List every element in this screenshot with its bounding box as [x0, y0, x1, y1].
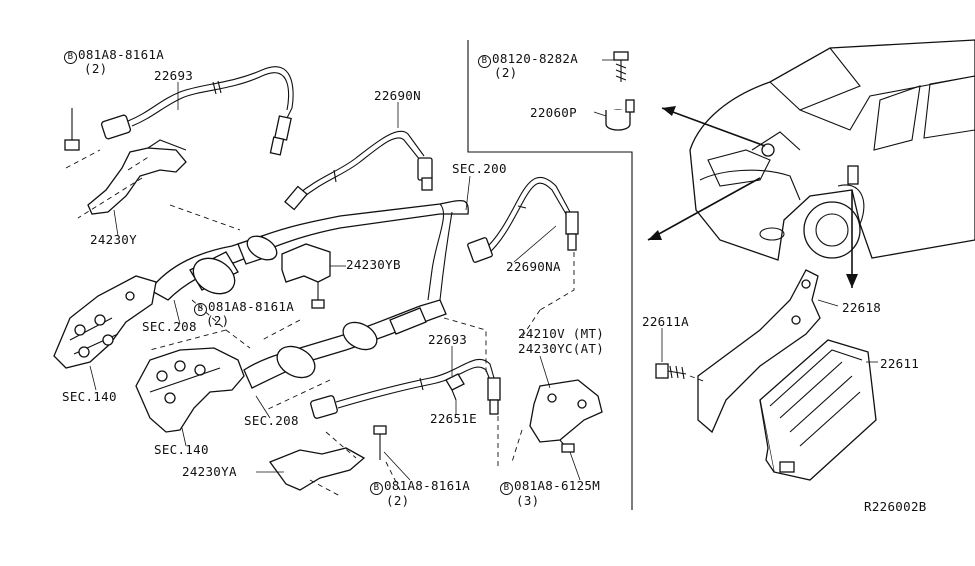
exhaust-manifold-upper-icon [53, 275, 157, 369]
heat-shield-24230yb-icon [281, 243, 331, 309]
bracket-24230yc-note: (AT) [572, 341, 605, 356]
bolt-c-part-number: 081A8-8161A [384, 478, 471, 493]
ecm-22611-icon [759, 339, 877, 481]
bracket-24230y-icon [64, 108, 187, 215]
bolt-symbol-icon: B [370, 482, 383, 495]
bolt-a-qty: (2) [84, 61, 108, 76]
bolt-d-qty: (3) [516, 493, 540, 508]
exhaust-manifold-lower-icon [135, 347, 245, 433]
bolt-symbol-icon: B [64, 51, 77, 64]
bracket-24230yb-label: 24230YB [346, 257, 401, 272]
bolt-e-part-number: 08120-8282A [492, 51, 579, 66]
bolt-symbol-icon: B [500, 482, 513, 495]
clip-22651e-label: 22651E [430, 411, 477, 426]
bolt-e-qty: (2) [494, 65, 518, 80]
bolt-c-qty: (2) [386, 493, 410, 508]
sec200-label: SEC.200 [452, 161, 507, 176]
knock-sensor-label: 22060P [530, 105, 577, 120]
clip-22651e-icon [445, 373, 465, 401]
ecm-bracket-label: 22618 [842, 300, 882, 315]
sec140-top-label: SEC.140 [62, 389, 117, 404]
o2-sensor-lower-icon [310, 358, 501, 419]
bolt-b-qty: (2) [206, 313, 230, 328]
o2-sensor-22690n-icon [284, 130, 433, 211]
bolt-b-part-number: 081A8-8161A [208, 299, 295, 314]
ecm-bolt-label: 22611A [642, 314, 689, 329]
sec208-top-label: SEC.208 [142, 319, 197, 334]
bolt-a-part-number: 081A8-8161A [78, 47, 165, 62]
sec208-bottom-label: SEC.208 [244, 413, 299, 428]
bracket-24230yc-label: 24230YC(AT) [518, 342, 604, 356]
sensor-22690na-label: 22690NA [506, 259, 561, 274]
bolt-symbol-icon: B [194, 303, 207, 316]
ecm-bracket-22618-icon [697, 269, 821, 434]
ecm-label: 22611 [880, 356, 920, 371]
bracket-24210v-label: 24210V (MT) [518, 327, 604, 341]
truck-icon [689, 39, 975, 261]
bracket-24210v-icon [529, 379, 603, 453]
sec140-bottom-label: SEC.140 [154, 442, 209, 457]
ecm-bolt-22611a-icon [655, 363, 687, 380]
sensor-22693-bottom-label: 22693 [428, 332, 468, 347]
bolt-d-part-number: 081A8-6125M [514, 478, 601, 493]
sensor-22693-top-label: 22693 [154, 68, 194, 83]
sensor-22690n-label: 22690N [374, 88, 421, 103]
bracket-24230y-label: 24230Y [90, 232, 137, 247]
bracket-24230ya-icon [268, 425, 387, 491]
catalytic-converter-lower-icon [243, 299, 447, 389]
diagram-reference: R226002B [864, 499, 927, 514]
bracket-24230ya-label: 24230YA [182, 464, 237, 479]
exhaust-front-tube-icon [149, 200, 469, 301]
bolt-symbol-icon: B [478, 55, 491, 68]
o2-sensor-upper-icon [100, 66, 294, 156]
o2-sensor-22690na-icon [467, 176, 579, 263]
section-divider [467, 40, 633, 510]
bracket-24210v-note: (MT) [572, 326, 605, 341]
callout-arrows [647, 106, 858, 288]
bracket-24210v-part-number: 24210V [518, 326, 565, 341]
knock-sensor-22060p-icon [605, 51, 635, 131]
bracket-24230yc-part-number: 24230YC [518, 341, 573, 356]
